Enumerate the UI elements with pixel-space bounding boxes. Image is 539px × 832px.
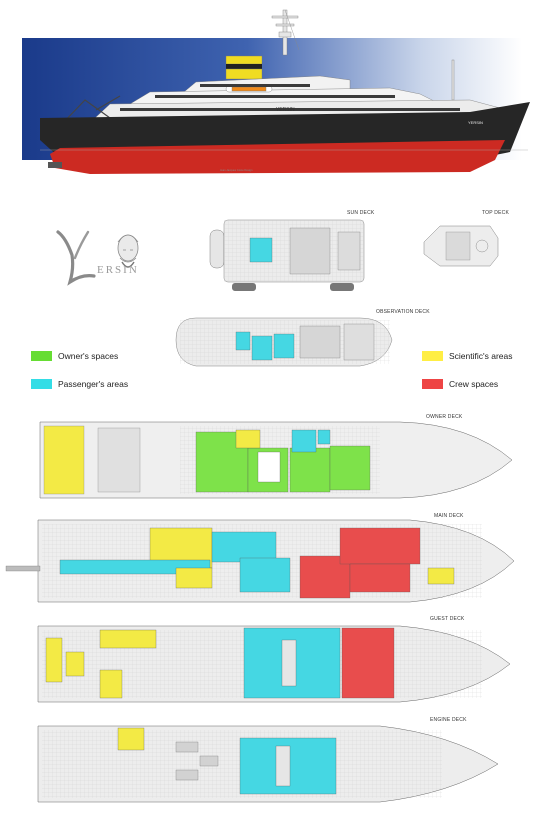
yersin-logo — [56, 230, 139, 286]
design-credit: Jean-Jacques Coste Design — [220, 169, 253, 172]
legend-label-scientific: Scientific's areas — [449, 351, 513, 361]
owner-deck-plan — [39, 421, 513, 499]
observation-deck-label: OBSERVATION DECK — [376, 309, 430, 315]
engine-icons — [175, 741, 219, 781]
observation-deck-plan — [175, 317, 393, 367]
top-deck-plan — [423, 225, 499, 267]
legend-label-crew: Crew spaces — [449, 379, 499, 389]
legend-swatch-owner — [31, 351, 52, 361]
main-deck-label: MAIN DECK — [434, 513, 464, 519]
guest-deck-plan — [37, 625, 511, 703]
profile-view: YERSIN YERSIN — [22, 9, 530, 174]
engine-deck-plan — [37, 725, 499, 803]
legend-scientific: Scientific's areas — [422, 350, 513, 362]
windows — [120, 84, 460, 111]
sun-deck-label: SUN DECK — [347, 210, 375, 216]
logo-wordmark: ERSIN — [97, 264, 139, 276]
crane — [59, 95, 121, 127]
funnel — [225, 55, 263, 80]
owner-deck-label: OWNER DECK — [426, 414, 463, 420]
portrait-icon — [117, 234, 139, 268]
hull-name: YERSIN — [468, 120, 483, 125]
legend-passenger: Passenger's areas — [31, 378, 128, 390]
legend-swatch-crew — [422, 379, 443, 389]
legend-owner: Owner's spaces — [31, 350, 118, 362]
sun-deck-plan — [209, 219, 365, 291]
bridge-name: YERSIN — [276, 107, 295, 113]
legend-label-owner: Owner's spaces — [58, 351, 119, 361]
top-deck-label: TOP DECK — [482, 210, 509, 216]
main-deck-plan — [5, 519, 515, 603]
legend-label-passenger: Passenger's areas — [58, 379, 129, 389]
legend-swatch-passenger — [31, 379, 52, 389]
guest-deck-label: GUEST DECK — [430, 616, 465, 622]
engine-deck-label: ENGINE DECK — [430, 717, 467, 723]
legend-swatch-scientific — [422, 351, 443, 361]
mast — [271, 9, 455, 101]
legend-crew: Crew spaces — [422, 378, 498, 390]
hull — [40, 102, 530, 174]
